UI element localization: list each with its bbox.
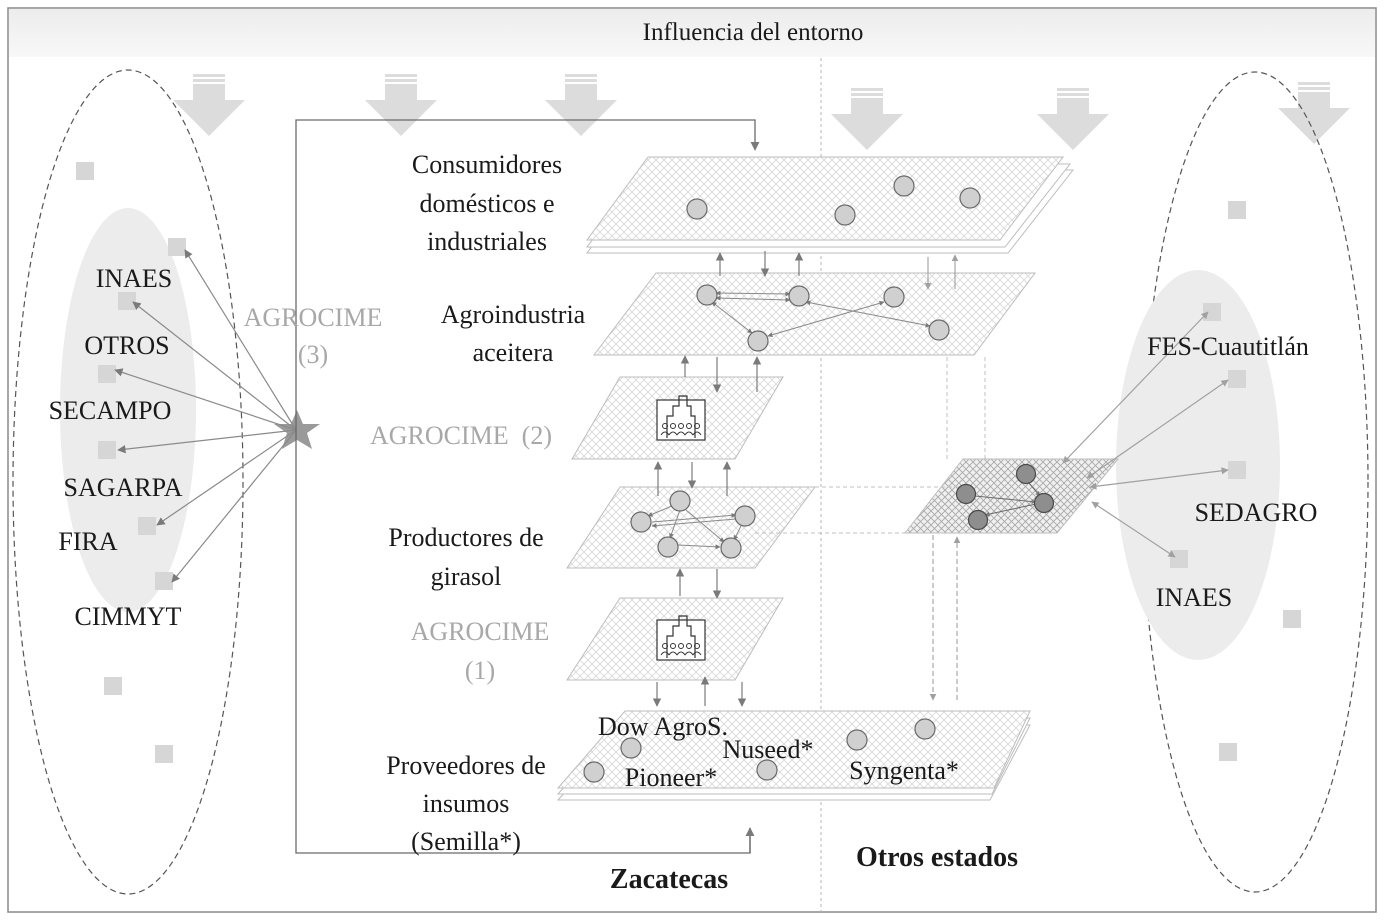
left-institution-secampo: SECAMPO bbox=[49, 396, 172, 425]
label-agrocime-3-title: AGROCIME bbox=[244, 303, 383, 332]
vertical-flow-arrows bbox=[652, 251, 804, 707]
left-institution-fira: FIRA bbox=[58, 527, 117, 556]
agrocime-1-factory-icon bbox=[656, 615, 706, 661]
region-otros-estados: Otros estados bbox=[856, 842, 1018, 873]
label-consumidores-3: industriales bbox=[427, 227, 547, 256]
plane-proveedores bbox=[556, 710, 1031, 801]
plane-productores bbox=[566, 486, 816, 569]
left-institution-inaes: INAES bbox=[96, 264, 173, 293]
right-institution-fes-cuautitlan: FES-Cuautitlán bbox=[1147, 332, 1309, 361]
right-squares bbox=[1170, 201, 1301, 761]
plane-agroindustria bbox=[592, 272, 1036, 356]
outer-frame bbox=[7, 7, 1377, 913]
header-band bbox=[9, 9, 1375, 57]
region-zacatecas: Zacatecas bbox=[610, 864, 728, 895]
nodes bbox=[583, 175, 981, 783]
label-agrocime-1-title: AGROCIME bbox=[411, 617, 550, 646]
supplier-syngenta: Syngenta* bbox=[849, 756, 959, 785]
plane-otros-estados-productores bbox=[903, 458, 1120, 534]
label-proveedores-3: (Semilla*) bbox=[411, 827, 521, 856]
environment-arrows bbox=[173, 74, 1350, 150]
label-consumidores-1: Consumidores bbox=[412, 150, 562, 179]
left-institutions-ellipse bbox=[60, 208, 196, 612]
supplier-nuseed: Nuseed* bbox=[723, 735, 814, 764]
label-proveedores-2: insumos bbox=[423, 789, 510, 818]
header-title: Influencia del entorno bbox=[643, 19, 864, 46]
right-institution-sedagro: SEDAGRO bbox=[1195, 498, 1318, 527]
label-agroindustria-2: aceitera bbox=[473, 338, 554, 367]
nodes-otros-estados bbox=[955, 463, 1055, 531]
right-institution-arrows bbox=[1062, 311, 1229, 558]
label-proveedores-1: Proveedores de bbox=[386, 751, 546, 780]
supplier-pioneer: Pioneer* bbox=[625, 763, 717, 792]
left-institution-otros: OTROS bbox=[84, 331, 169, 360]
right-institution-inaes: INAES bbox=[1156, 583, 1233, 612]
label-productores-1: Productores de bbox=[388, 523, 543, 552]
label-productores-2: girasol bbox=[431, 562, 502, 591]
agrocime-2-factory-icon bbox=[656, 395, 706, 441]
right-environment-ellipse bbox=[1141, 71, 1369, 893]
label-agroindustria-1: Agroindustria bbox=[441, 300, 586, 329]
plane-consumidores bbox=[585, 156, 1075, 254]
left-squares bbox=[76, 162, 186, 763]
supplier-dow-agros: Dow AgroS. bbox=[598, 712, 728, 741]
left-environment-ellipse bbox=[12, 69, 244, 895]
agrocime-hub-star-icon bbox=[274, 410, 320, 449]
label-agrocime-2: AGROCIME (2) bbox=[370, 421, 552, 450]
label-consumidores-2: domésticos e bbox=[419, 189, 554, 218]
left-star-arrows bbox=[114, 249, 297, 583]
label-agrocime-1-number: (1) bbox=[465, 656, 495, 685]
label-agrocime-3-number: (3) bbox=[298, 340, 328, 369]
left-institution-cimmyt: CIMMYT bbox=[75, 602, 182, 631]
left-institution-sagarpa: SAGARPA bbox=[64, 473, 183, 502]
